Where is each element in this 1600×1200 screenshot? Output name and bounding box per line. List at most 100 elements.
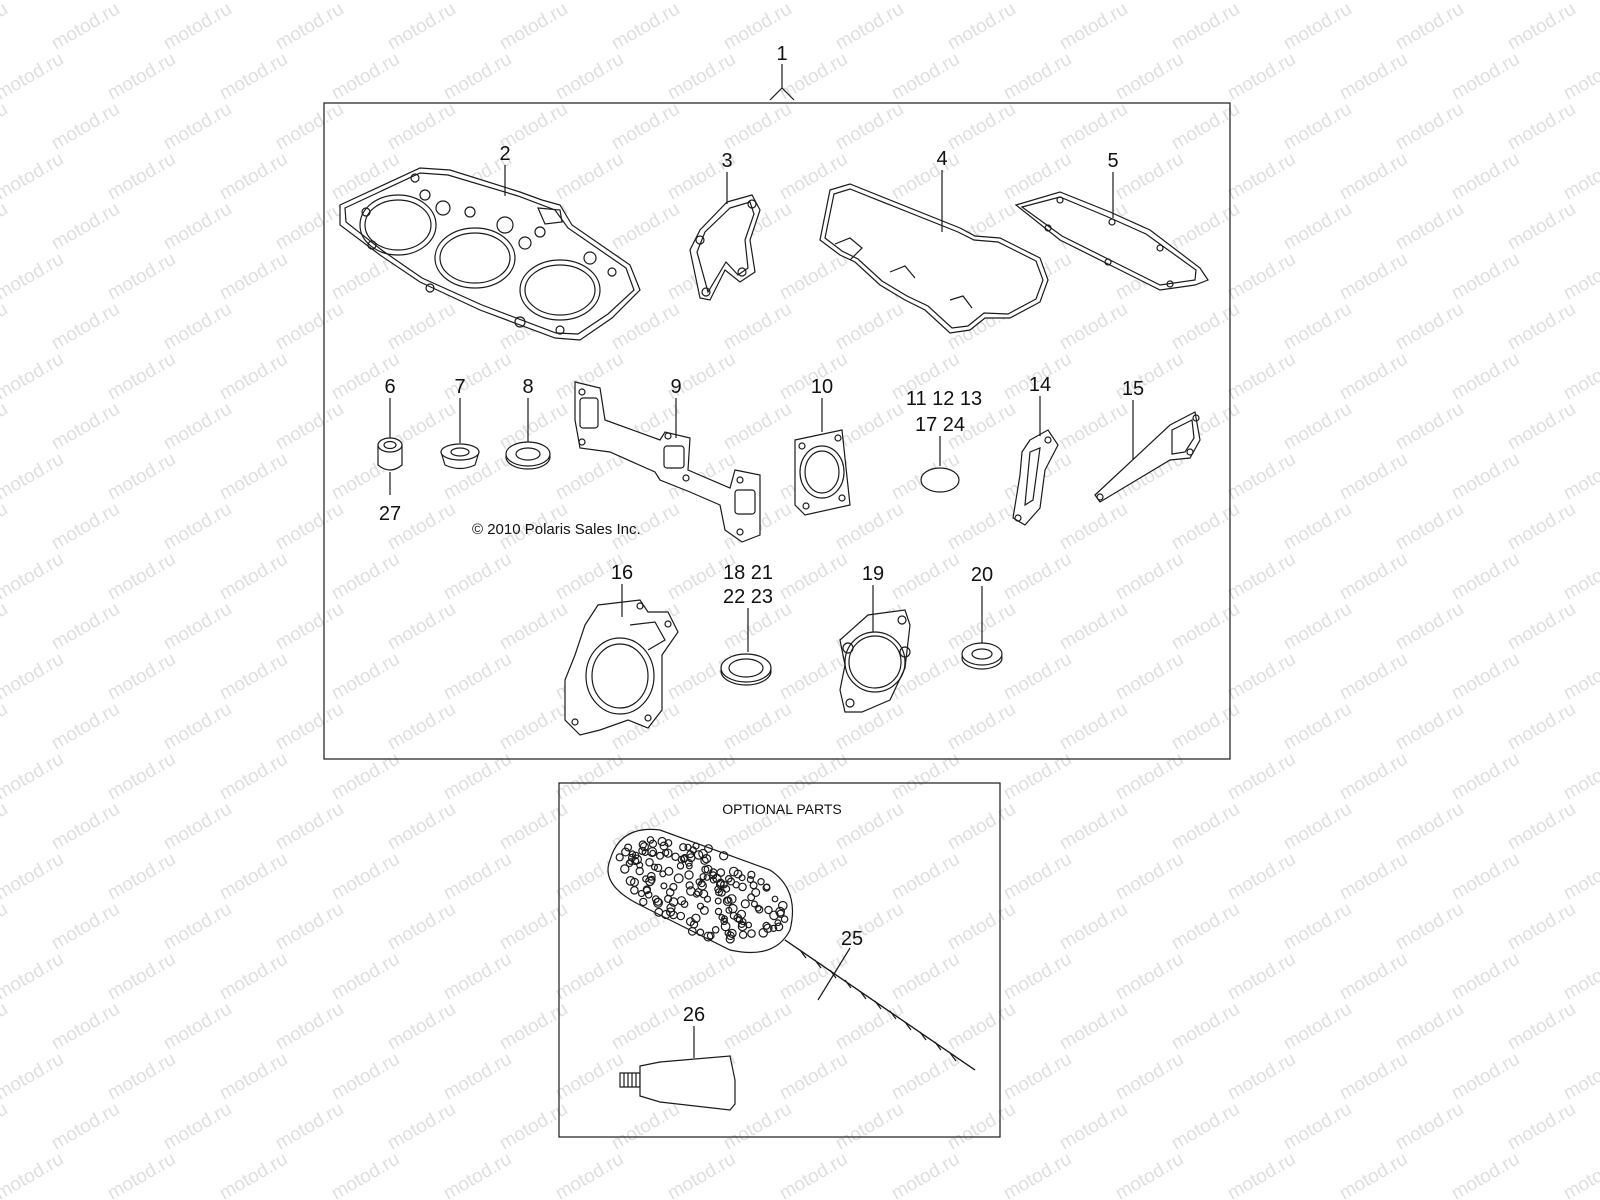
watermark-text: motod.ru bbox=[1000, 649, 1075, 705]
watermark-text: motod.ru bbox=[1504, 399, 1579, 455]
watermark-text: motod.ru bbox=[1560, 649, 1600, 705]
part-3-gasket: 3 bbox=[689, 150, 761, 301]
bristle-ball bbox=[694, 888, 703, 897]
bristle-ball bbox=[621, 847, 631, 857]
watermark-text: motod.ru bbox=[1168, 499, 1243, 555]
watermark-text: motod.ru bbox=[1336, 449, 1411, 505]
bristle-ball bbox=[738, 882, 747, 892]
watermark-text: motod.ru bbox=[1112, 649, 1187, 705]
bristle-ball bbox=[718, 914, 726, 921]
watermark-text: motod.ru bbox=[0, 849, 67, 905]
bristle-ball bbox=[746, 875, 755, 884]
watermark-text: motod.ru bbox=[0, 649, 67, 705]
watermark-text: motod.ru bbox=[1224, 1049, 1299, 1105]
watermark-text: motod.ru bbox=[1168, 99, 1243, 155]
watermark-text: motod.ru bbox=[1280, 299, 1355, 355]
watermark-text: motod.ru bbox=[1448, 1149, 1523, 1200]
watermark-text: motod.ru bbox=[1280, 999, 1355, 1055]
watermark-text: motod.ru bbox=[944, 699, 1019, 755]
watermark-text: motod.ru bbox=[1168, 999, 1243, 1055]
watermark-text: motod.ru bbox=[328, 1149, 403, 1200]
bristle-ball bbox=[642, 885, 652, 894]
callout-2: 2 bbox=[499, 143, 510, 165]
bristle-ball bbox=[679, 843, 688, 852]
watermark-text: motod.ru bbox=[328, 749, 403, 805]
watermark-text: motod.ru bbox=[1112, 749, 1187, 805]
watermark-text: motod.ru bbox=[1448, 449, 1523, 505]
bristle-ball bbox=[751, 887, 761, 897]
bristle-ball bbox=[696, 902, 705, 910]
watermark-text: motod.ru bbox=[832, 0, 907, 54]
watermark-text: motod.ru bbox=[384, 99, 459, 155]
bristle-ball bbox=[738, 874, 746, 882]
callout-4: 4 bbox=[936, 148, 947, 170]
watermark-text: motod.ru bbox=[1448, 249, 1523, 305]
watermark-text: motod.ru bbox=[1224, 1149, 1299, 1200]
watermark-text: motod.ru bbox=[1112, 149, 1187, 205]
watermark-text: motod.ru bbox=[664, 1149, 739, 1200]
watermark-text: motod.ru bbox=[1280, 0, 1355, 54]
watermark-text: motod.ru bbox=[160, 99, 235, 155]
watermark-text: motod.ru bbox=[1168, 0, 1243, 54]
part-18-21-22-23-washer: 18 21 22 23 bbox=[720, 562, 773, 686]
watermark-text: motod.ru bbox=[1168, 1099, 1243, 1155]
watermark-text: motod.ru bbox=[1168, 299, 1243, 355]
watermark-text: motod.ru bbox=[1560, 749, 1600, 805]
watermark-text: motod.ru bbox=[1112, 1049, 1187, 1105]
watermark-text: motod.ru bbox=[1560, 249, 1600, 305]
watermark-text: motod.ru bbox=[1168, 199, 1243, 255]
watermark-text: motod.ru bbox=[1448, 149, 1523, 205]
bristle-ball bbox=[645, 876, 655, 887]
watermark-text: motod.ru bbox=[1560, 949, 1600, 1005]
watermark-text: motod.ru bbox=[1224, 149, 1299, 205]
watermark-text: motod.ru bbox=[1000, 549, 1075, 605]
watermark-text: motod.ru bbox=[160, 0, 235, 54]
bristle-ball bbox=[652, 897, 663, 908]
watermark-text: motod.ru bbox=[496, 999, 571, 1055]
watermark-text: motod.ru bbox=[1392, 0, 1467, 54]
bristle-ball bbox=[725, 934, 735, 944]
gasket-kit-box: 1 bbox=[323, 43, 1231, 760]
watermark-text: motod.ru bbox=[720, 699, 795, 755]
bristle-ball bbox=[625, 876, 636, 886]
callout-26: 26 bbox=[683, 1004, 705, 1026]
watermark-text: motod.ru bbox=[1000, 1049, 1075, 1105]
watermark-text: motod.ru bbox=[496, 1099, 571, 1155]
part-7-seal: 7 bbox=[440, 376, 480, 470]
part-15-gasket: 15 bbox=[1094, 378, 1201, 503]
watermark-text: motod.ru bbox=[1280, 499, 1355, 555]
part-14-gasket: 14 bbox=[1012, 374, 1059, 526]
watermark-text: motod.ru bbox=[1168, 899, 1243, 955]
watermark-text: motod.ru bbox=[272, 899, 347, 955]
callout-27: 27 bbox=[379, 503, 401, 525]
watermark-text: motod.ru bbox=[272, 199, 347, 255]
watermark-text: motod.ru bbox=[944, 899, 1019, 955]
watermark-text: motod.ru bbox=[720, 99, 795, 155]
bristle-ball bbox=[665, 907, 676, 917]
watermark-text: motod.ru bbox=[104, 1149, 179, 1200]
watermark-text: motod.ru bbox=[1560, 549, 1600, 605]
watermark-text: motod.ru bbox=[552, 949, 627, 1005]
watermark-text: motod.ru bbox=[888, 749, 963, 805]
watermark-text: motod.ru bbox=[1504, 599, 1579, 655]
watermark-text: motod.ru bbox=[1336, 849, 1411, 905]
watermark-text: motod.ru bbox=[216, 249, 291, 305]
watermark-text: motod.ru bbox=[0, 0, 67, 4]
watermark-text: motod.ru bbox=[1448, 49, 1523, 105]
watermark-text: motod.ru bbox=[1056, 899, 1131, 955]
watermark-text: motod.ru bbox=[1224, 749, 1299, 805]
bristle-ball bbox=[728, 866, 739, 877]
watermark-text: motod.ru bbox=[1056, 299, 1131, 355]
watermark-text: motod.ru bbox=[608, 199, 683, 255]
watermark-text: motod.ru bbox=[1504, 299, 1579, 355]
bristle-ball bbox=[738, 930, 748, 940]
watermark-text: motod.ru bbox=[1336, 649, 1411, 705]
bristle-ball bbox=[661, 849, 670, 857]
optional-frame bbox=[558, 782, 1001, 1138]
watermark-text: motod.ru bbox=[1392, 899, 1467, 955]
part-9-manifold-gasket: 9 bbox=[574, 376, 761, 543]
bristle-ball bbox=[671, 852, 680, 862]
watermark-text: motod.ru bbox=[384, 599, 459, 655]
watermark-text: motod.ru bbox=[1504, 0, 1579, 54]
watermark-text: motod.ru bbox=[1392, 499, 1467, 555]
